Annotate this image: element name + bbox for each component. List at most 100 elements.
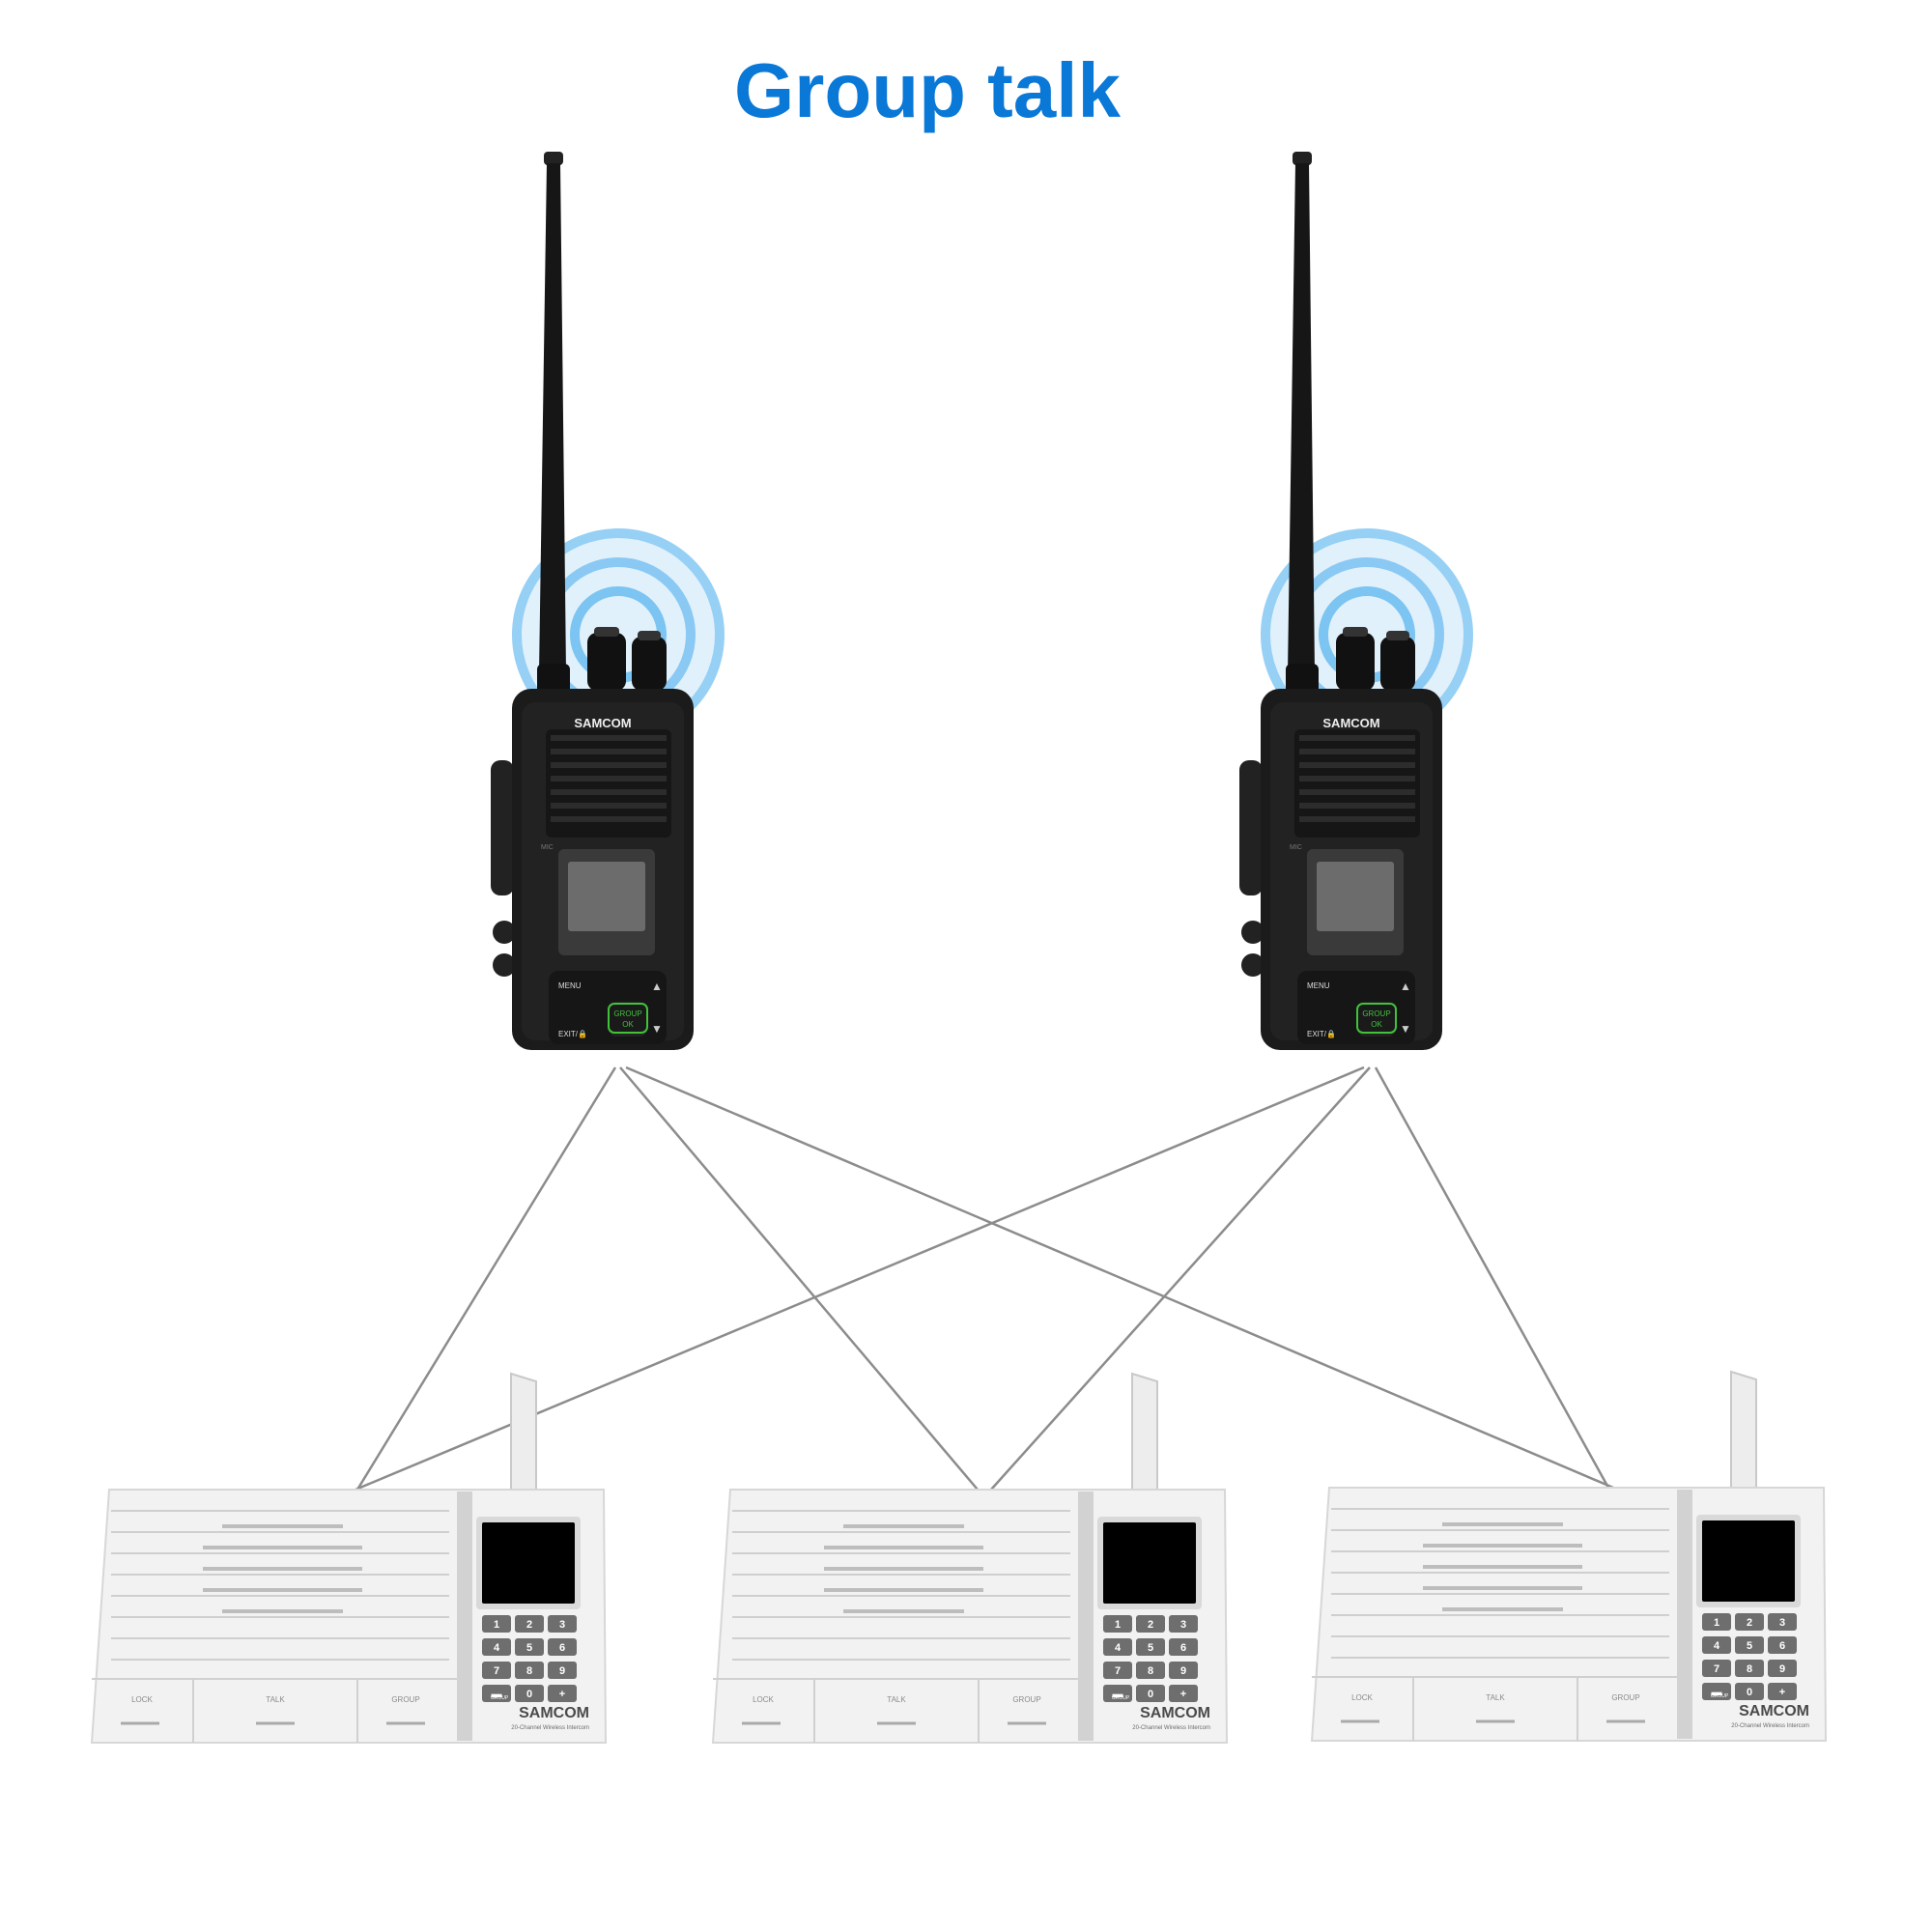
base-station-2-key-label: 0 xyxy=(1148,1689,1153,1700)
base-station-1-key-11 xyxy=(515,1685,544,1702)
base-station-3-key-label: 8 xyxy=(1747,1663,1752,1675)
radio-left-mic-label: MIC xyxy=(541,844,554,851)
base-station-2-key-2 xyxy=(1136,1615,1165,1633)
base-station-1-key-label: 8 xyxy=(526,1665,532,1677)
base-station-2-brand: SAMCOM xyxy=(1140,1705,1210,1721)
radio-left-up-arrow: ▲ xyxy=(651,980,663,993)
link-radio2-base2 xyxy=(990,1066,1371,1491)
base-station-3-key-label: ▬ xyxy=(1712,1687,1722,1698)
base-station-3-key-1 xyxy=(1702,1613,1731,1631)
base-station-3-key-10 xyxy=(1702,1683,1731,1700)
base-station-1-key-label: ▬ xyxy=(492,1689,502,1700)
base-station-1-key-label: 3 xyxy=(559,1619,565,1631)
base-station-2-key-1 xyxy=(1103,1615,1132,1633)
radio-right-down-arrow: ▼ xyxy=(1400,1022,1411,1036)
radio-left: SAMCOM MIC MENU EXIT/🔒 GROUP OK ▲ ▼ xyxy=(491,152,724,1050)
base-station-3-key-label: 4 xyxy=(1714,1640,1720,1652)
base-station-3-key-2 xyxy=(1735,1613,1764,1631)
diagram-title: Group talk xyxy=(733,47,1122,133)
base-station-3-key-6 xyxy=(1768,1636,1797,1654)
base-station-2-key-label: 1 xyxy=(1115,1619,1121,1631)
base-station-2-key-11 xyxy=(1136,1685,1165,1702)
base-station-1-button-lock: LOCK xyxy=(131,1695,153,1704)
base-station-1-key-label: 7 xyxy=(494,1665,499,1677)
base-station-2-key-8 xyxy=(1136,1662,1165,1679)
radio-right-ok-line1: GROUP xyxy=(1362,1009,1390,1018)
radio-right-menu-label: MENU xyxy=(1307,981,1330,990)
base-station-3-key-5 xyxy=(1735,1636,1764,1654)
radio-left-ok-line2: OK xyxy=(622,1020,634,1029)
base-station-3-button-talk: TALK xyxy=(1486,1693,1505,1702)
base-station-3-key-11 xyxy=(1735,1683,1764,1700)
base-station-2-button-lock: LOCK xyxy=(753,1695,774,1704)
base-station-3-button-lock: LOCK xyxy=(1351,1693,1373,1702)
base-station-3-key-9 xyxy=(1768,1660,1797,1677)
base-station-1-key-label: 5 xyxy=(526,1642,532,1654)
radio-right-up-arrow: ▲ xyxy=(1400,980,1411,993)
base-station-3-key-4 xyxy=(1702,1636,1731,1654)
base-station-1-key-label: 1 xyxy=(494,1619,499,1631)
base-station-1-key-label: 6 xyxy=(559,1642,565,1654)
base-station-2-key-label: 7 xyxy=(1115,1665,1121,1677)
base-station-2-key-7 xyxy=(1103,1662,1132,1679)
radio-right-exit-label: EXIT/🔒 xyxy=(1307,1030,1336,1038)
base-station-2-key-5 xyxy=(1136,1638,1165,1656)
base-station-1-key-4 xyxy=(482,1638,511,1656)
base-station-1-key-5 xyxy=(515,1638,544,1656)
base-station-1-key-6 xyxy=(548,1638,577,1656)
base-station-3-key-label: 6 xyxy=(1779,1640,1785,1652)
base-station-1-key-label: + xyxy=(559,1689,565,1700)
base-station-1-key-7 xyxy=(482,1662,511,1679)
base-station-3-key-label: 9 xyxy=(1779,1663,1785,1675)
link-radio1-base2 xyxy=(619,1066,979,1491)
base-station-3-group-key-sub: GROUP xyxy=(1711,1693,1729,1699)
base-station-2-key-label: 5 xyxy=(1148,1642,1153,1654)
base-station-1-key-8 xyxy=(515,1662,544,1679)
base-station-2-key-label: 6 xyxy=(1180,1642,1186,1654)
base-station-2-key-label: 3 xyxy=(1180,1619,1186,1631)
base-station-1-brand: SAMCOM xyxy=(519,1705,589,1721)
base-station-3-key-8 xyxy=(1735,1660,1764,1677)
base-station-2-key-label: 2 xyxy=(1148,1619,1153,1631)
base-station-2-subtitle: 20-Channel Wireless Intercom xyxy=(1132,1725,1210,1731)
radio-left-exit-label: EXIT/🔒 xyxy=(558,1030,587,1038)
base-station-3-brand: SAMCOM xyxy=(1739,1703,1809,1719)
base-station-3-key-label: 0 xyxy=(1747,1687,1752,1698)
base-station-1-subtitle: 20-Channel Wireless Intercom xyxy=(511,1725,589,1731)
base-station-2-group-key-sub: GROUP xyxy=(1112,1695,1130,1701)
base-station-2-button-group: GROUP xyxy=(1012,1695,1040,1704)
base-station-1-key-label: 4 xyxy=(494,1642,500,1654)
base-station-2-key-6 xyxy=(1169,1638,1198,1656)
base-station-1-key-label: 9 xyxy=(559,1665,565,1677)
base-station-3-button-group: GROUP xyxy=(1611,1693,1639,1702)
radio-right-mic-label: MIC xyxy=(1290,844,1302,851)
link-radio1-base1 xyxy=(355,1066,617,1491)
base-station-1-key-2 xyxy=(515,1615,544,1633)
base-station-1-group-key-sub: GROUP xyxy=(491,1695,509,1701)
base-station-1-button-talk: TALK xyxy=(266,1695,285,1704)
radio-left-brand: SAMCOM xyxy=(574,716,631,730)
base-station-1-key-10 xyxy=(482,1685,511,1702)
base-station-2-key-label: 8 xyxy=(1148,1665,1153,1677)
base-station-2-key-4 xyxy=(1103,1638,1132,1656)
base-station-2-button-talk: TALK xyxy=(887,1695,906,1704)
base-station-2-key-12 xyxy=(1169,1685,1198,1702)
base-station-2-key-label: ▬ xyxy=(1113,1689,1123,1700)
base-station-3-key-label: 5 xyxy=(1747,1640,1752,1652)
base-station-3-key-label: + xyxy=(1779,1687,1785,1698)
radio-right-brand: SAMCOM xyxy=(1322,716,1379,730)
base-station-2-key-3 xyxy=(1169,1615,1198,1633)
radio-right-ok-line2: OK xyxy=(1371,1020,1382,1029)
base-station-2-key-label: 9 xyxy=(1180,1665,1186,1677)
base-station-2-key-label: 4 xyxy=(1115,1642,1122,1654)
base-station-3-key-3 xyxy=(1768,1613,1797,1631)
radio-right: SAMCOM MIC MENU EXIT/🔒 GROUP OK ▲ ▼ xyxy=(1239,152,1473,1050)
base-station-2-key-10 xyxy=(1103,1685,1132,1702)
base-station-3-subtitle: 20-Channel Wireless Intercom xyxy=(1731,1723,1809,1729)
link-radio1-base3 xyxy=(625,1065,1614,1490)
radio-left-down-arrow: ▼ xyxy=(651,1022,663,1036)
